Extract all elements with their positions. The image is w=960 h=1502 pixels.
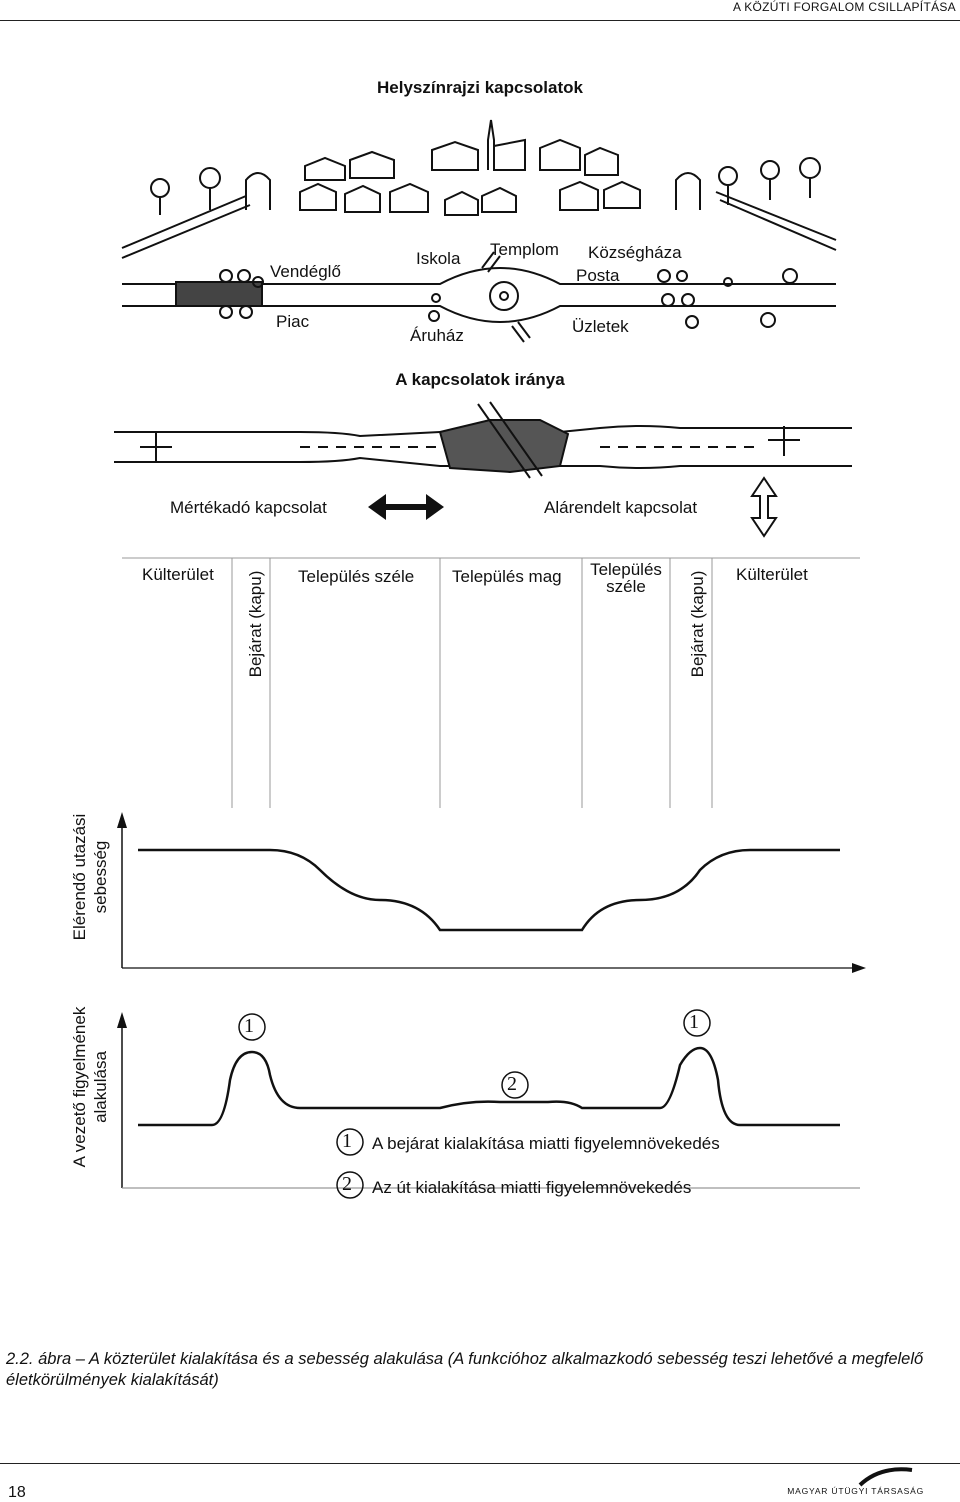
direction-road [114,401,852,479]
section-title-directions: A kapcsolatok iránya [395,370,565,389]
brand-logo-icon [858,1467,913,1487]
legend-item-2: Az út kialakítása miatti figyelemnöveked… [372,1178,692,1197]
label-vendeglo: Vendéglő [270,262,341,281]
zone-telepules-szele-right-2: széle [606,577,646,596]
legend-circle-1 [336,1128,364,1156]
zone-telepules-mag: Település mag [452,567,562,586]
marker-1-right: 1 [689,1011,699,1033]
header-rule [0,20,960,21]
legend-sub-relation: Alárendelt kapcsolat [544,498,698,517]
speed-axis-label: Elérendő utazási sebesség [70,813,110,941]
legend-main-relation: Mértékadó kapcsolat [170,498,327,517]
main-relation-arrow [368,494,444,520]
caption-text: A közterület kialakítása és a sebesség a… [6,1350,924,1389]
marker-circle-1-right [683,1009,711,1037]
zone-bejarat-left: Bejárat (kapu) [246,570,265,678]
marker-circle-2 [501,1071,529,1099]
village-sketch [121,119,837,343]
caption-number: 2.2. ábra – [6,1350,85,1368]
label-kozseghaza: Községháza [588,243,682,262]
marker-2: 2 [507,1073,517,1095]
label-uzletek: Üzletek [572,317,629,336]
zone-grid [122,557,860,808]
legend-circle-2 [336,1171,364,1199]
speed-axis-arrow [117,812,127,828]
zone-telepules-szele-left: Település széle [298,567,415,586]
attention-axis-label: A vezető figyelmének alakulása [70,1006,110,1168]
zone-telepules-szele-right-1: Település [590,560,662,579]
zone-kulterulet-left: Külterület [142,565,214,584]
section-title-site-plan: Helyszínrajzi kapcsolatok [377,78,583,97]
marker-circle-1-left [238,1013,266,1041]
figure-caption: 2.2. ábra – A közterület kialakítása és … [6,1349,956,1391]
attention-curve [138,1046,840,1127]
brand-name: MAGYAR ÚTÜGYI TÁRSASÁG [787,1486,924,1496]
page-number: 18 [8,1484,26,1501]
sub-relation-arrow [750,476,778,538]
label-aruhaz: Áruház [410,326,464,345]
label-iskola: Iskola [416,249,461,268]
attention-axis-arrow [117,1012,127,1028]
footer-rule [0,1463,960,1464]
label-templom: Templom [490,240,559,259]
legend-marker-1: 1 [342,1130,352,1152]
label-posta: Posta [576,266,620,285]
legend-marker-2: 2 [342,1173,352,1195]
zone-kulterulet-right: Külterület [736,565,808,584]
label-piac: Piac [276,312,310,331]
running-header: A KÖZÚTI FORGALOM CSILLAPÍTÁSA [732,0,956,14]
zone-bejarat-right: Bejárat (kapu) [688,570,707,678]
legend-item-1: A bejárat kialakítása miatti figyelemnöv… [372,1134,720,1153]
speed-curve [138,848,840,932]
marker-1-left: 1 [244,1015,254,1037]
